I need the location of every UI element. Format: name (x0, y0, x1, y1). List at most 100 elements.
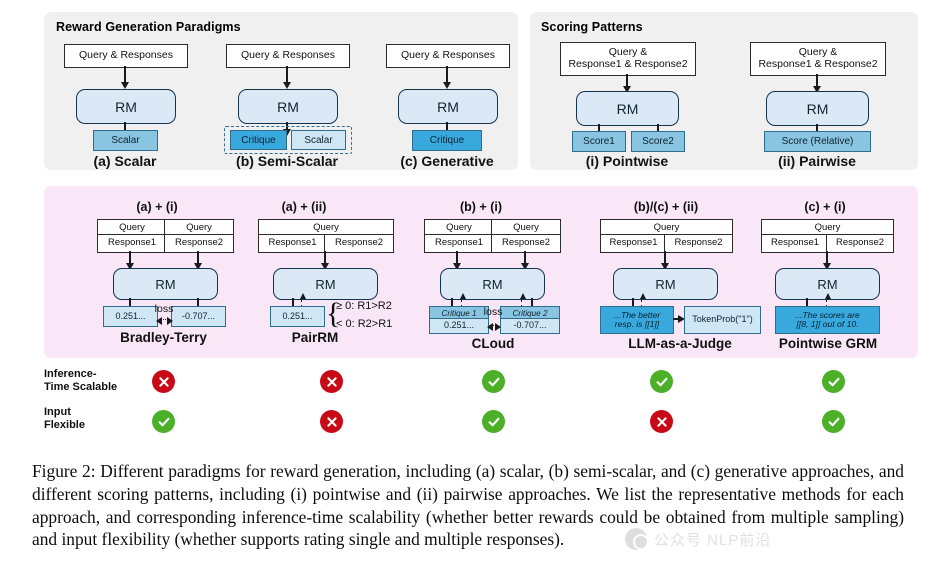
grm-input-response1: Response1 (761, 234, 829, 253)
combo-label-pairrm: (a) + (ii) (281, 200, 327, 214)
arrow-judge-in-rm (664, 251, 666, 264)
row-label-inference-time-scalable: Inference- Time Scalable (44, 368, 144, 394)
combo-label-llm-judge: (b)/(c) + (ii) (633, 200, 699, 214)
arrow-cloud-out2-rm-feedback (521, 299, 524, 308)
pairrm-input-response1: Response1 (258, 234, 327, 253)
grm-output-text: ...The scores are [[8, 1]] out of 10. (775, 306, 880, 334)
judge-tokenprob-box: TokenProb("1") (684, 306, 761, 334)
input-box-ii: Query & Response1 & Response2 (750, 42, 886, 76)
method-name-pointwise-grm: Pointwise GRM (778, 336, 878, 351)
input-box-a: Query & Responses (64, 44, 188, 68)
mark-inference-bradley-terry (152, 370, 175, 393)
judge-output-line1: ...The better (613, 309, 661, 320)
bt-output1: 0.251... (103, 306, 158, 327)
input-box-b: Query & Responses (226, 44, 350, 68)
caption-a: (a) Scalar (93, 153, 157, 169)
method-name-llm-judge: LLM-as-a-Judge (628, 336, 732, 351)
mark-inference-llm-judge (650, 370, 673, 393)
rm-box-cloud: RM (440, 268, 545, 300)
mark-inference-pointwise-grm (822, 370, 845, 393)
judge-input-response2: Response2 (664, 234, 733, 253)
pairrm-condition-1: ≥ 0: R1>R2 (336, 300, 392, 312)
arrow-bt-in1-rm (129, 251, 131, 264)
output-box-score-relative: Score (Relative) (764, 131, 871, 152)
cloud-loss-label: loss (483, 306, 503, 318)
arrow-bt-in2-rm (197, 251, 199, 264)
arrow-a-rm-to-out (124, 122, 126, 131)
input-box-i-line1: Query & (608, 46, 648, 59)
arrow-grm-rm-out (806, 298, 808, 307)
arrow-judge-rm-out (632, 298, 634, 307)
arrow-grm-out-rm-feedback (826, 299, 829, 308)
caption-i: (i) Pointwise (585, 153, 669, 169)
pairrm-input-response2: Response2 (324, 234, 394, 253)
arrow-judge-out-rm-feedback (641, 299, 644, 308)
arrow-i-rm-to-score2 (657, 124, 659, 132)
figure-caption: Figure 2: Different paradigms for reward… (32, 461, 904, 550)
arrow-pairrm-in-rm (324, 251, 326, 264)
cloud-input2-response: Response2 (491, 234, 561, 253)
arrow-pairrm-rm-out (292, 298, 294, 307)
arrow-cloud-in2-rm (524, 251, 526, 264)
output-box-a-scalar: Scalar (93, 130, 158, 151)
arrow-ii-rm-to-score (816, 124, 818, 132)
input-box-ii-line2: Response1 & Response2 (758, 58, 878, 70)
arrow-cloud-rm-out2 (531, 298, 533, 307)
input-box-i-line2: Response1 & Response2 (568, 58, 688, 70)
input-box-i: Query & Response1 & Response2 (560, 42, 696, 76)
mark-inference-cloud (482, 370, 505, 393)
grm-output-line2: [[8, 1]] out of 10. (796, 319, 859, 329)
caption-ii: (ii) Pairwise (778, 153, 856, 169)
pairrm-brace: { (326, 297, 341, 330)
pairrm-condition-2: < 0: R2>R1 (336, 318, 393, 330)
judge-input-response1: Response1 (600, 234, 667, 253)
rm-box-c: RM (398, 89, 498, 124)
arrow-cloud-rm-out1 (451, 298, 453, 307)
arrow-pairrm-out-rm-feedback (301, 299, 304, 308)
caption-c: (c) Generative (400, 153, 494, 169)
rm-box-bradley-terry: RM (113, 268, 218, 300)
method-name-bradley-terry: Bradley-Terry (120, 330, 207, 345)
bt-loss-label: loss (154, 303, 174, 315)
cloud-loss-connector (492, 325, 496, 327)
row-label-inference-line1: Inference- (44, 368, 97, 380)
arrow-i-input-to-rm (626, 74, 628, 87)
row-label-input-flexible: Input Flexible (44, 406, 144, 432)
semi-scalar-group-dashed-outline (224, 126, 352, 154)
mark-flexible-pointwise-grm (822, 410, 845, 433)
grm-output-line1: ...The scores are (795, 309, 860, 320)
arrow-cloud-in1-rm (456, 251, 458, 264)
combo-label-pointwise-grm: (c) + (i) (804, 200, 846, 214)
arrow-i-rm-to-score1 (598, 124, 600, 132)
judge-output-line2: resp. is [[1]] (614, 319, 660, 329)
row-label-input-line2: Flexible (44, 419, 85, 432)
rm-box-a: RM (76, 89, 176, 124)
grm-input-response2: Response2 (826, 234, 894, 253)
arrow-b-input-to-rm (286, 66, 288, 83)
arrow-c-rm-to-out (446, 122, 448, 131)
mark-flexible-llm-judge (650, 410, 673, 433)
input-box-ii-line1: Query & (798, 46, 838, 59)
mark-flexible-bradley-terry (152, 410, 175, 433)
row-label-inference-line2: Time Scalable (44, 381, 118, 394)
pairrm-output: 0.251... (270, 306, 325, 327)
arrow-c-input-to-rm (446, 66, 448, 83)
cloud-output1-value: 0.251... (429, 318, 489, 334)
combo-label-cloud: (b) + (i) (459, 200, 502, 214)
output-box-b-critique: Critique (230, 130, 287, 150)
bt-input2-response: Response2 (164, 234, 234, 253)
cloud-input1-response: Response1 (424, 234, 494, 253)
rm-box-ii: RM (766, 91, 869, 126)
reward-generation-panel-title: Reward Generation Paradigms (56, 20, 241, 34)
output-box-c-critique: Critique (412, 130, 482, 151)
arrow-judge-text-to-tokenprob (673, 318, 679, 320)
input-box-c: Query & Responses (386, 44, 510, 68)
rm-box-b: RM (238, 89, 338, 124)
scoring-patterns-panel-title: Scoring Patterns (541, 20, 643, 34)
rm-box-pairrm: RM (273, 268, 378, 300)
arrow-ii-input-to-rm (816, 74, 818, 87)
caption-b: (b) Semi-Scalar (236, 153, 338, 169)
output-box-score2: Score2 (631, 131, 685, 152)
rm-box-llm-judge: RM (613, 268, 718, 300)
judge-output-text: ...The better resp. is [[1]] (600, 306, 674, 334)
